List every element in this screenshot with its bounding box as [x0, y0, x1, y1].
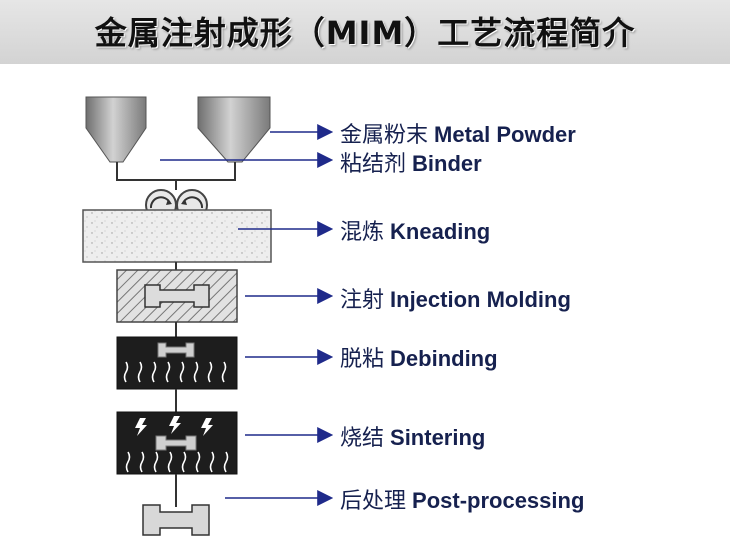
- label-en: Metal Powder: [434, 122, 576, 147]
- binder-hopper: [197, 96, 271, 163]
- label-cn: 后处理: [340, 489, 407, 514]
- label-cn: 粘结剂: [340, 152, 407, 177]
- label-en: Binder: [412, 151, 482, 176]
- kneading-box: [82, 209, 272, 263]
- label-en: Sintering: [390, 425, 486, 450]
- finished-part: [142, 504, 210, 536]
- sintering-furnace: [116, 411, 238, 475]
- label-en: Post-processing: [412, 488, 585, 513]
- page-title: 金属注射成形（MIM）工艺流程简介: [94, 14, 636, 52]
- metal-powder-hopper: [85, 96, 147, 163]
- label-en: Injection Molding: [390, 287, 571, 312]
- label-en: Debinding: [390, 346, 498, 371]
- label-cn: 脱粘: [340, 347, 385, 372]
- debinding-oven: [116, 336, 238, 390]
- label-en: Kneading: [390, 219, 491, 244]
- label-cn: 注射: [340, 288, 385, 313]
- label-cn: 混炼: [340, 220, 385, 245]
- label-cn: 金属粉末: [340, 123, 429, 148]
- label-cn: 烧结: [340, 426, 385, 451]
- injection-mold: [116, 269, 238, 323]
- title-bar: 金属注射成形（MIM）工艺流程简介: [0, 0, 730, 64]
- process-flow-svg: [82, 96, 334, 536]
- feed-lines: [116, 162, 236, 190]
